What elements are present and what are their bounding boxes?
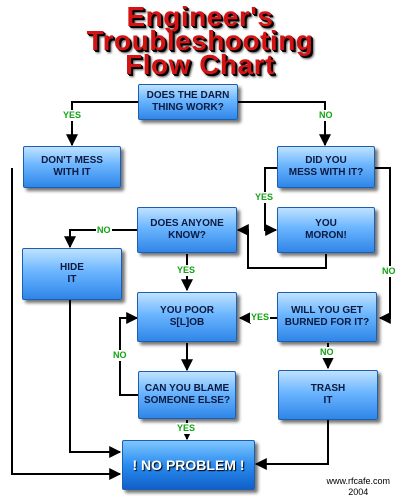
node-can-you-blame-someone-else: CAN YOU BLAME SOMEONE ELSE? [138, 371, 236, 419]
node-dont-mess-with-it: DON'T MESS WITH IT [23, 146, 121, 188]
label-blame-yes: YES [176, 423, 197, 434]
node-you-moron: YOU MORON! [277, 207, 375, 253]
label-messed-yes: YES [254, 192, 275, 203]
edge-dontmess-noproblem [11, 168, 122, 480]
edge-hide-noproblem [69, 300, 122, 458]
label-know-no: NO [96, 225, 112, 236]
node-does-the-darn-thing-work: DOES THE DARN THING WORK? [138, 84, 238, 120]
footer-credit: www.rfcafe.com 2004 [326, 476, 390, 498]
footer-site: www.rfcafe.com [326, 476, 390, 486]
node-did-you-mess-with-it: DID YOU MESS WITH IT? [277, 146, 375, 188]
label-blame-no: NO [112, 350, 128, 361]
label-burned-yes: YES [250, 312, 271, 323]
node-no-problem: ! NO PROBLEM ! [122, 440, 255, 490]
title-line-3: Flow Chart [125, 49, 275, 80]
label-works-no: NO [318, 110, 334, 121]
node-will-you-get-burned: WILL YOU GET BURNED FOR IT? [277, 292, 377, 342]
node-hide-it: HIDE IT [22, 248, 122, 300]
node-does-anyone-know: DOES ANYONE KNOW? [137, 207, 237, 253]
edge-messed-no [375, 167, 391, 324]
label-burned-no: NO [319, 347, 335, 358]
node-you-poor-slob: YOU POOR S[L]OB [137, 292, 237, 342]
label-works-yes: YES [62, 110, 83, 121]
node-trash-it: TRASH IT [278, 370, 378, 420]
edge-trash-noproblem [254, 420, 329, 470]
title-line-2: Troubleshooting [86, 25, 314, 56]
edge-works-yes [66, 101, 138, 147]
title-line-1: Engineer's [126, 1, 274, 32]
footer-year: 2004 [348, 487, 369, 497]
edge-works-no [238, 101, 331, 147]
edge-moron-anyoneknow [236, 224, 327, 269]
label-messed-no: NO [381, 266, 397, 277]
label-know-yes: YES [176, 265, 197, 276]
edge-know-no [64, 229, 137, 249]
